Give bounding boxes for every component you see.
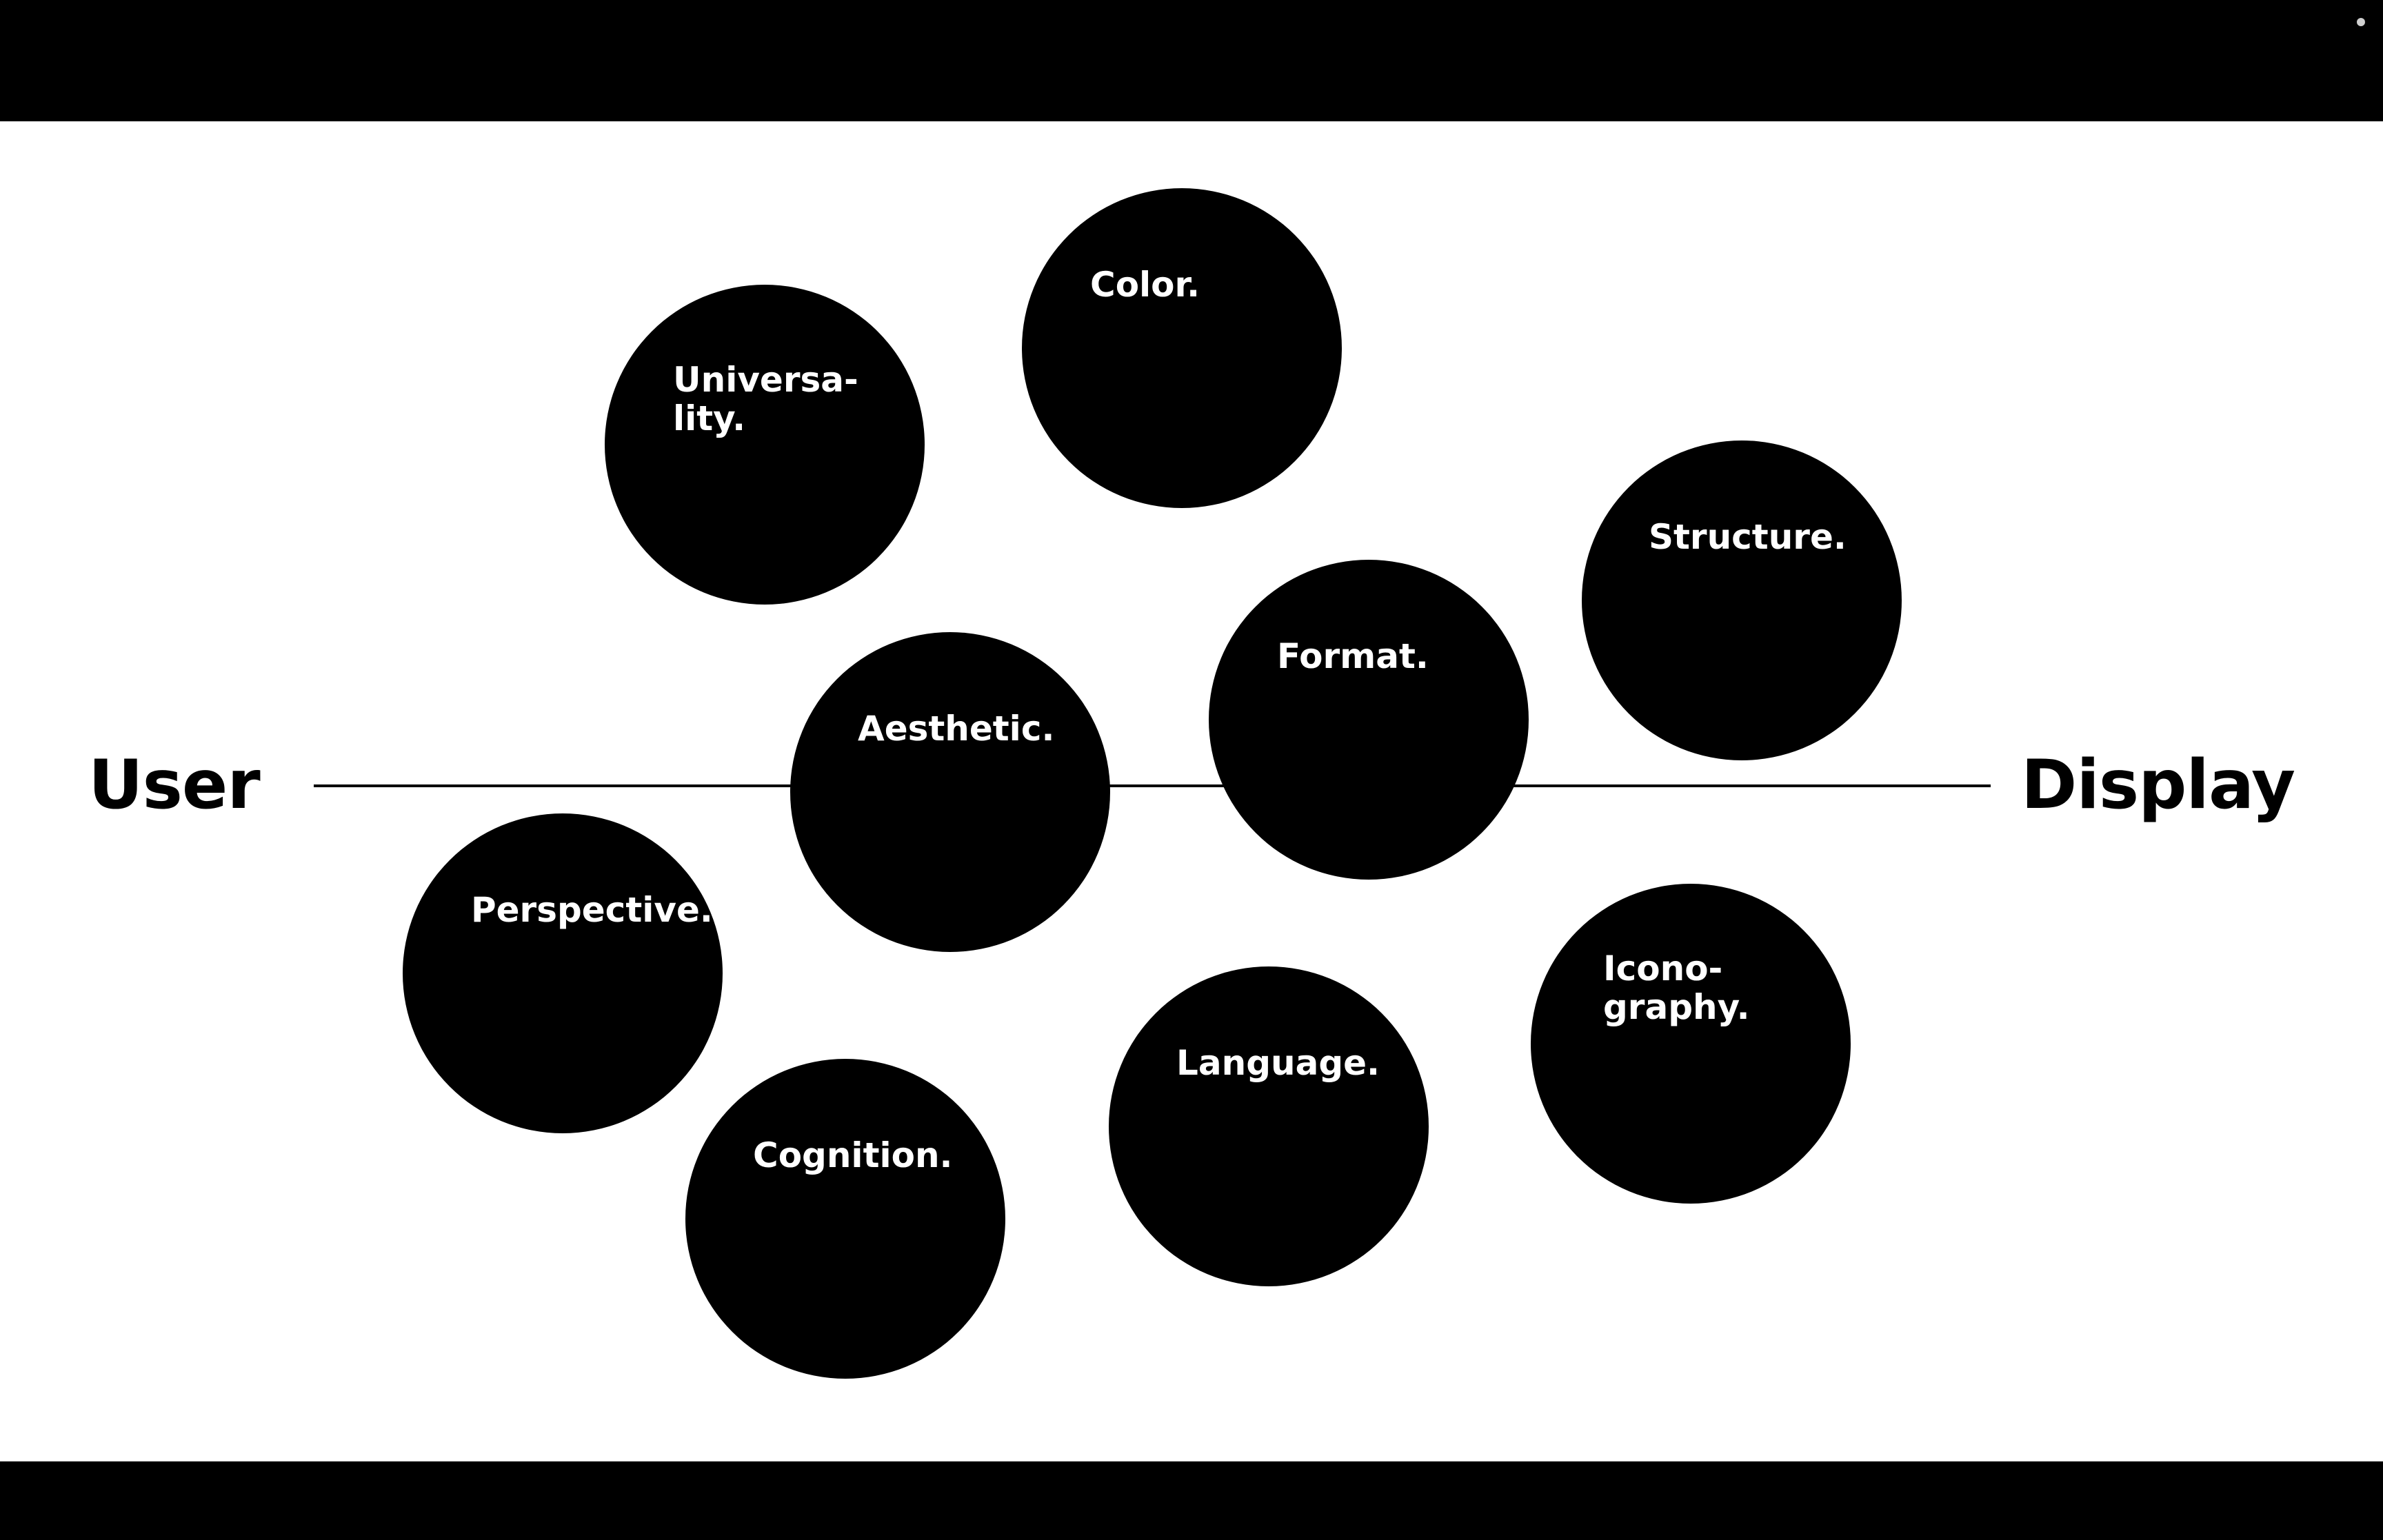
bubble-language: Language. — [1109, 966, 1429, 1286]
bubble-label-aesthetic: Aesthetic. — [858, 709, 1055, 749]
bubble-label-perspective: Perspective. — [471, 890, 713, 930]
bottom-letterbox-bar — [0, 1461, 2383, 1540]
bubble-perspective: Perspective. — [403, 813, 723, 1133]
display-label: Display — [2020, 746, 2295, 824]
user-display-axis-line — [314, 784, 1991, 787]
bubble-iconography: Icono- graphy. — [1531, 884, 1851, 1204]
camera-indicator-icon — [2357, 18, 2365, 26]
bubble-universality: Universa- lity. — [605, 285, 925, 605]
user-label: User — [88, 746, 261, 824]
bubble-cognition: Cognition. — [685, 1059, 1005, 1379]
bubble-label-color: Color. — [1090, 265, 1200, 305]
bubble-structure: Structure. — [1582, 440, 1902, 760]
bubble-label-format: Format. — [1277, 636, 1429, 676]
presentation-slide: User Display Universa- lity. Color. Stru… — [0, 121, 2383, 1461]
bubble-label-structure: Structure. — [1649, 517, 1847, 557]
top-letterbox-bar — [0, 0, 2383, 121]
bubble-aesthetic: Aesthetic. — [790, 632, 1110, 952]
bubble-label-language: Language. — [1176, 1043, 1380, 1083]
bubble-color: Color. — [1022, 188, 1342, 508]
bubble-format: Format. — [1209, 560, 1529, 880]
bubble-label-universality: Universa- lity. — [673, 360, 858, 438]
bubble-label-cognition: Cognition. — [753, 1135, 953, 1175]
bubble-label-iconography: Icono- graphy. — [1603, 949, 1750, 1027]
